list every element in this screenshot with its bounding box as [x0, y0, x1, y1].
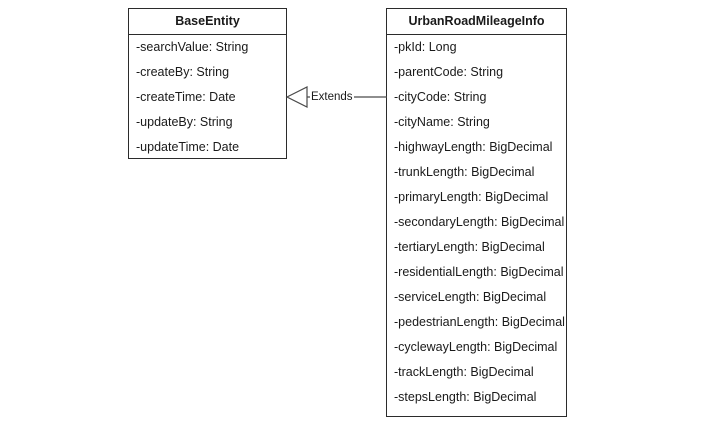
attribute-row: -createBy: String: [136, 65, 230, 79]
attribute-row: -highwayLength: BigDecimal: [394, 140, 553, 154]
attribute-row: -secondaryLength: BigDecimal: [394, 215, 565, 229]
attribute-row: -trackLength: BigDecimal: [394, 365, 534, 379]
attribute-row: -residentialLength: BigDecimal: [394, 265, 564, 279]
attribute-row: -searchValue: String: [136, 40, 249, 54]
class-name-urban-road-mileage-info: UrbanRoadMileageInfo: [387, 9, 566, 35]
attribute-row: -cityName: String: [394, 115, 490, 129]
attribute-row: -updateBy: String: [136, 115, 233, 129]
attribute-row: -cyclewayLength: BigDecimal: [394, 340, 558, 354]
attribute-row: -cityCode: String: [394, 90, 487, 104]
attribute-row: -updateTime: Date: [136, 140, 240, 154]
attribute-list-base-entity: -searchValue: String -createBy: String -…: [129, 35, 286, 160]
attribute-row: -stepsLength: BigDecimal: [394, 390, 537, 404]
relationship-label-extends: Extends: [310, 90, 354, 104]
class-box-urban-road-mileage-info[interactable]: UrbanRoadMileageInfo -pkId: Long -parent…: [386, 8, 567, 417]
attribute-row: -serviceLength: BigDecimal: [394, 290, 547, 304]
class-name-base-entity: BaseEntity: [129, 9, 286, 35]
attribute-row: -primaryLength: BigDecimal: [394, 190, 549, 204]
attribute-row: -pedestrianLength: BigDecimal: [394, 315, 565, 329]
attribute-row: -createTime: Date: [136, 90, 236, 104]
attribute-row: -parentCode: String: [394, 65, 504, 79]
attribute-row: -pkId: Long: [394, 40, 457, 54]
attribute-row: -tertiaryLength: BigDecimal: [394, 240, 545, 254]
attribute-row: -trunkLength: BigDecimal: [394, 165, 535, 179]
class-box-base-entity[interactable]: BaseEntity -searchValue: String -createB…: [128, 8, 287, 159]
attribute-list-urban-road-mileage-info: -pkId: Long -parentCode: String -cityCod…: [387, 35, 566, 410]
